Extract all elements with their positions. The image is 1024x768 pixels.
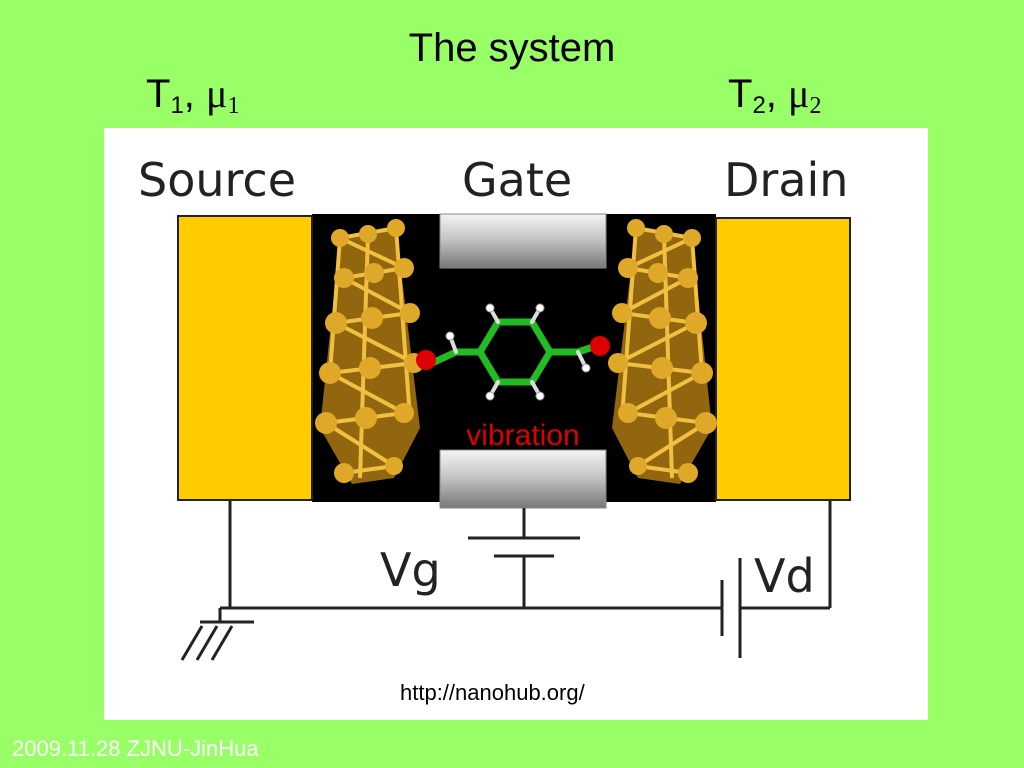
gate-bottom-plate [439, 449, 607, 509]
left-temperature-sub: 1 [170, 92, 184, 119]
left-oxygen-atom [416, 350, 436, 370]
gate-voltage-label: Vg [380, 543, 441, 597]
right-oxygen-atom [590, 336, 610, 356]
drain-voltage-label: Vd [754, 549, 815, 603]
right-temperature: T [728, 72, 753, 116]
circuit-wiring [180, 500, 832, 661]
right-gold-cluster [608, 219, 717, 484]
right-temperature-sub: 2 [752, 92, 766, 119]
device-diagram-svg: Source Gate Drain [138, 153, 851, 661]
left-gold-cluster [315, 219, 424, 484]
device-diagram: Source Gate Drain [104, 128, 928, 720]
right-potential-sub: 2 [809, 93, 822, 119]
vibration-label: vibration [466, 419, 579, 452]
molecule [416, 303, 610, 401]
slide-title: The system [408, 26, 616, 70]
source-url[interactable]: http://nanohub.org/ [400, 680, 585, 705]
source-label: Source [138, 153, 296, 207]
left-separator: , [183, 72, 207, 116]
left-potential-sub: 1 [227, 93, 240, 119]
drain-label: Drain [724, 153, 848, 207]
left-potential: μ [206, 71, 228, 116]
gate-top-plate [439, 213, 607, 269]
source-electrode [177, 215, 313, 501]
drain-electrode [715, 217, 851, 501]
gate-label: Gate [462, 153, 572, 207]
left-temperature: T [146, 72, 171, 116]
right-reservoir-conditions: T2, μ2 [728, 70, 821, 120]
left-reservoir-conditions: T1, μ1 [146, 70, 239, 120]
right-potential: μ [788, 71, 810, 116]
right-separator: , [765, 72, 789, 116]
footer-text: 2009.11.28 ZJNU-JinHua [12, 736, 259, 761]
